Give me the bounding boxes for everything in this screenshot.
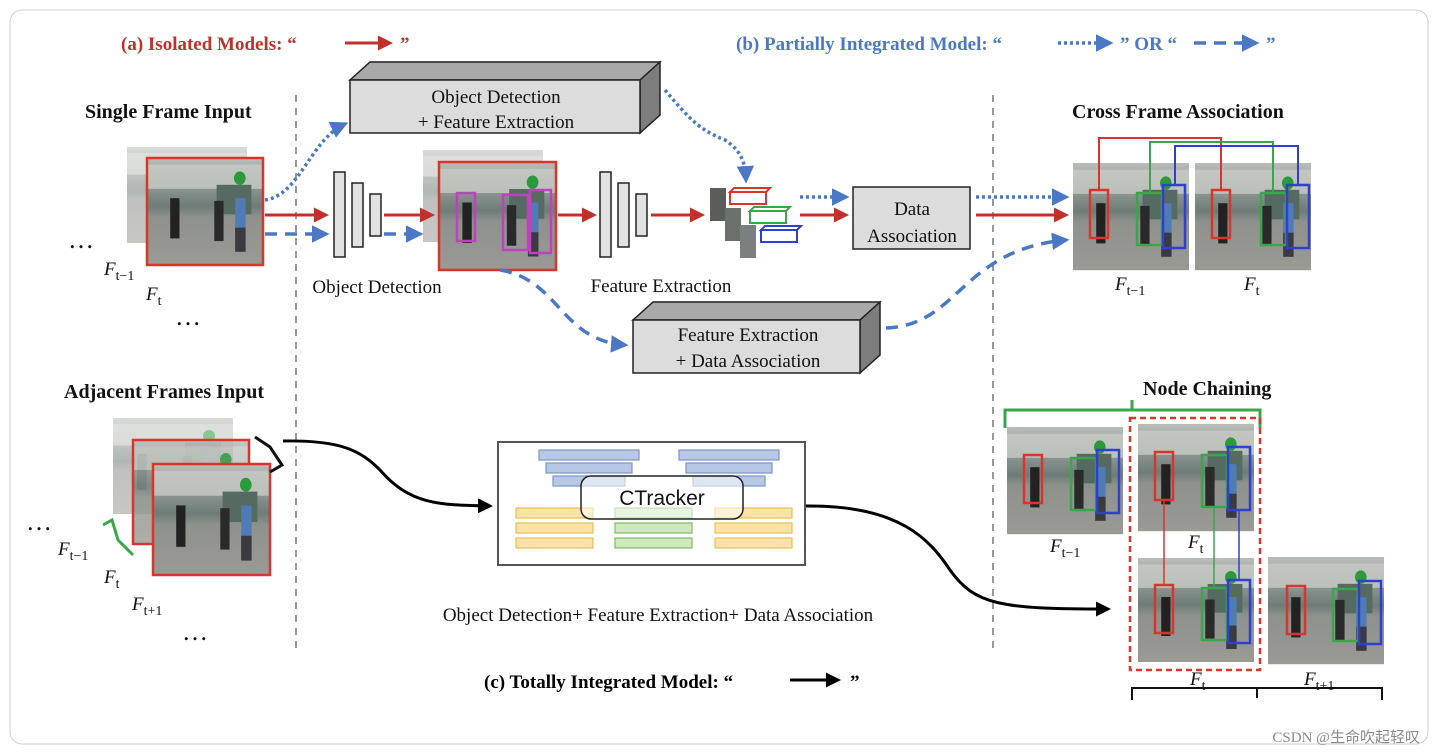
total-flow (282, 439, 1111, 617)
od-fe-box (348, 60, 662, 135)
node-label-next: Ft+1 (1303, 669, 1334, 694)
legend-isolated: (a) Isolated Models: “ ” (121, 34, 410, 55)
frame-label-prev-bottom: Ft−1 (57, 539, 88, 564)
heading-single-frame: Single Frame Input (85, 101, 252, 123)
fe-network (599, 171, 648, 258)
ctracker-box (497, 441, 806, 566)
node-chaining-images (1003, 400, 1384, 700)
legend-partial-close: ” (1266, 34, 1276, 55)
frame-label-next-bottom: Ft+1 (131, 594, 162, 619)
frame-label-cur-bottom: Ft (103, 567, 120, 592)
legend-partial: (b) Partially Integrated Model: “ ” OR “… (736, 34, 1276, 55)
heading-node-chaining: Node Chaining (1143, 378, 1271, 400)
legend-isolated-label: (a) Isolated Models: “ (121, 34, 297, 55)
ellipsis-bottom-right: … (182, 617, 208, 646)
node-label-cur: Ft (1189, 669, 1206, 694)
partial-dotted-flow (264, 88, 1070, 206)
legend-partial-label: (b) Partially Integrated Model: “ (736, 34, 1002, 55)
node-label-cur-inner: Ft (1187, 532, 1204, 557)
legend-total-close: ” (850, 672, 860, 693)
frame-label-prev-top: Ft−1 (103, 259, 134, 284)
cross-frame-label-prev: Ft−1 (1114, 274, 1145, 299)
watermark: CSDN @生命吹起轻叹 (1272, 728, 1420, 746)
fe-da-box-line1: Feature Extraction (678, 325, 819, 346)
fe-da-box (631, 300, 882, 375)
partial-dashed-flow (265, 225, 1070, 353)
detection-frame (423, 150, 558, 272)
data-association-box (852, 186, 971, 250)
od-fe-box-line2: + Feature Extraction (418, 112, 575, 133)
data-association-line1: Data (894, 199, 930, 220)
frame-label-cur-top: Ft (145, 284, 162, 309)
adjacent-frame-stack (102, 418, 285, 577)
label-feature-extraction: Feature Extraction (591, 276, 732, 297)
cross-frame-label-cur: Ft (1243, 274, 1260, 299)
ellipsis-top-right: … (175, 302, 201, 331)
feature-crops (710, 187, 804, 258)
ellipsis-top-left: … (68, 225, 94, 254)
legend-total-label: (c) Totally Integrated Model: “ (484, 672, 733, 693)
od-network (333, 171, 382, 258)
ellipsis-bottom-left: … (26, 507, 52, 536)
single-frame-stack (127, 147, 265, 267)
cross-frame-images (1073, 137, 1311, 271)
heading-cross-frame: Cross Frame Association (1072, 101, 1284, 123)
ctracker-label: CTracker (619, 487, 705, 510)
fe-da-box-line2: + Data Association (676, 351, 821, 372)
legend-total: (c) Totally Integrated Model: “ ” (484, 672, 860, 693)
od-fe-box-line1: Object Detection (431, 87, 561, 108)
legend-partial-mid: ” OR “ (1120, 34, 1177, 55)
legend-isolated-close: ” (400, 34, 410, 55)
total-caption: Object Detection+ Feature Extraction+ Da… (443, 605, 874, 626)
data-association-line2: Association (867, 226, 957, 247)
heading-adjacent-frames: Adjacent Frames Input (64, 381, 264, 403)
label-object-detection: Object Detection (312, 277, 442, 298)
node-label-prev: Ft−1 (1049, 536, 1080, 561)
